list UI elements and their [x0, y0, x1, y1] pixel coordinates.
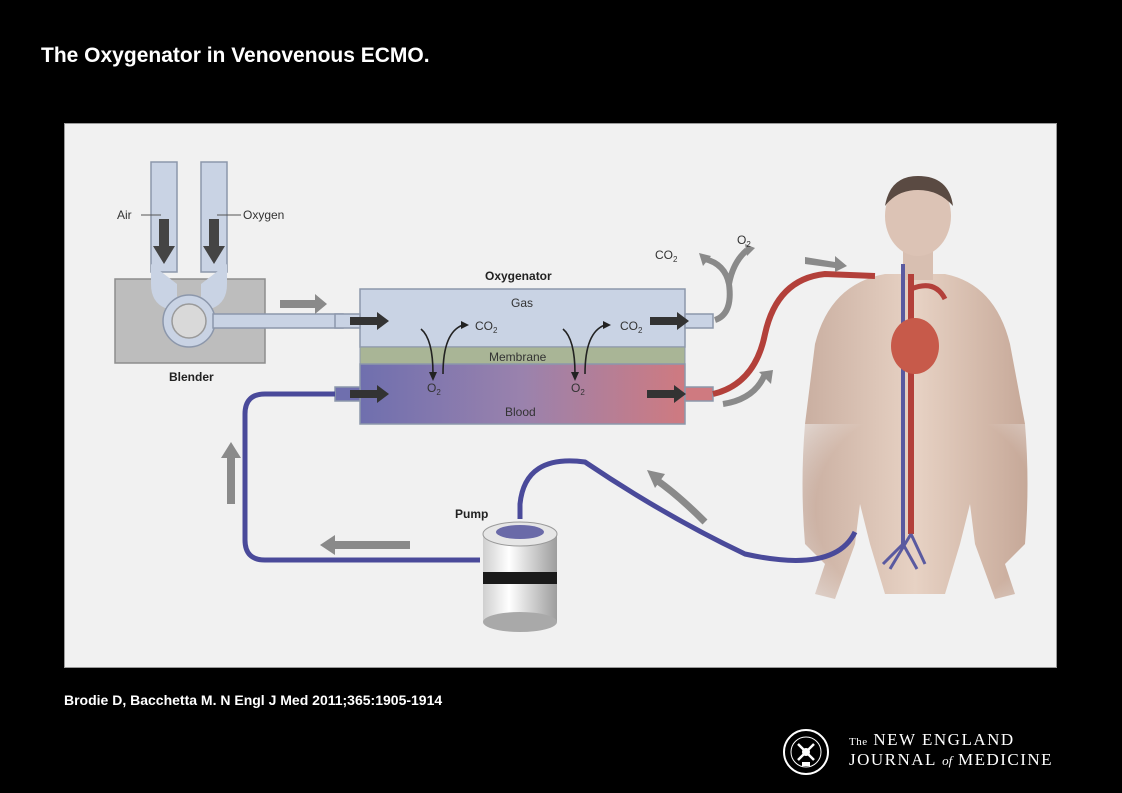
- drainage-flow-arrow: [653, 476, 708, 525]
- pump-outflow-arrow: [320, 535, 410, 555]
- arterial-return-line: [712, 270, 876, 397]
- o2-label-2: O2: [571, 381, 585, 397]
- gas-flow-arrow: [280, 294, 327, 314]
- slide-title: The Oxygenator in Venovenous ECMO.: [41, 44, 430, 67]
- oxygen-flow-arrow: [203, 219, 225, 264]
- gas-inlet-tubes: Air Oxygen: [117, 161, 284, 273]
- journal-wordmark: The NEW ENGLAND JOURNAL of MEDICINE: [849, 731, 1053, 768]
- diagram-panel: Air Oxygen Blender Oxygenator Gas Membra…: [64, 123, 1057, 668]
- wordmark-journal: JOURNAL: [849, 750, 937, 769]
- pump-label: Pump: [455, 507, 488, 521]
- exhaust-co2-label: CO2: [655, 248, 678, 264]
- gas-in-arrow: [350, 312, 389, 330]
- return-flow-arrow-top: [805, 256, 847, 272]
- wordmark-the: The: [849, 736, 868, 748]
- co2-label-2: CO2: [620, 319, 643, 335]
- blender-label: Blender: [169, 370, 214, 384]
- upward-flow-arrow: [221, 442, 241, 504]
- return-flow-arrow-mid: [722, 372, 768, 407]
- venous-drainage-line: [517, 458, 858, 563]
- air-flow-arrow: [153, 219, 175, 264]
- air-label: Air: [117, 208, 132, 222]
- pump-to-oxygenator-line: [242, 391, 480, 563]
- blood-label: Blood: [505, 405, 536, 419]
- gas-out-arrow: [650, 312, 689, 330]
- wordmark-new-england: NEW ENGLAND: [873, 730, 1015, 749]
- oxygenator-label: Oxygenator: [485, 269, 552, 283]
- co2-label-1: CO2: [475, 319, 498, 335]
- journal-seal-icon: [783, 729, 829, 775]
- citation: Brodie D, Bacchetta M. N Engl J Med 2011…: [64, 692, 443, 708]
- gas-exhaust: CO2 O2: [655, 233, 755, 323]
- wordmark-medicine: MEDICINE: [957, 750, 1054, 769]
- pump: Pump: [455, 507, 558, 632]
- exchange-arrows: [420, 324, 606, 375]
- oxygenator: Oxygenator Gas Membrane Blood CO2: [334, 269, 714, 425]
- gas-chamber: [359, 288, 686, 348]
- gas-label: Gas: [511, 296, 533, 310]
- wordmark-of: of: [942, 753, 953, 768]
- patient-figure: [795, 176, 1055, 667]
- blood-in-arrow: [350, 385, 389, 403]
- exhaust-o2-label: O2: [737, 233, 751, 249]
- blender: Blender: [114, 264, 344, 384]
- o2-label-1: O2: [427, 381, 441, 397]
- ecmo-diagram: Air Oxygen Blender Oxygenator Gas Membra…: [114, 161, 1055, 667]
- membrane-label: Membrane: [489, 350, 547, 364]
- oxygen-label: Oxygen: [243, 208, 284, 222]
- blood-out-arrow: [647, 385, 686, 403]
